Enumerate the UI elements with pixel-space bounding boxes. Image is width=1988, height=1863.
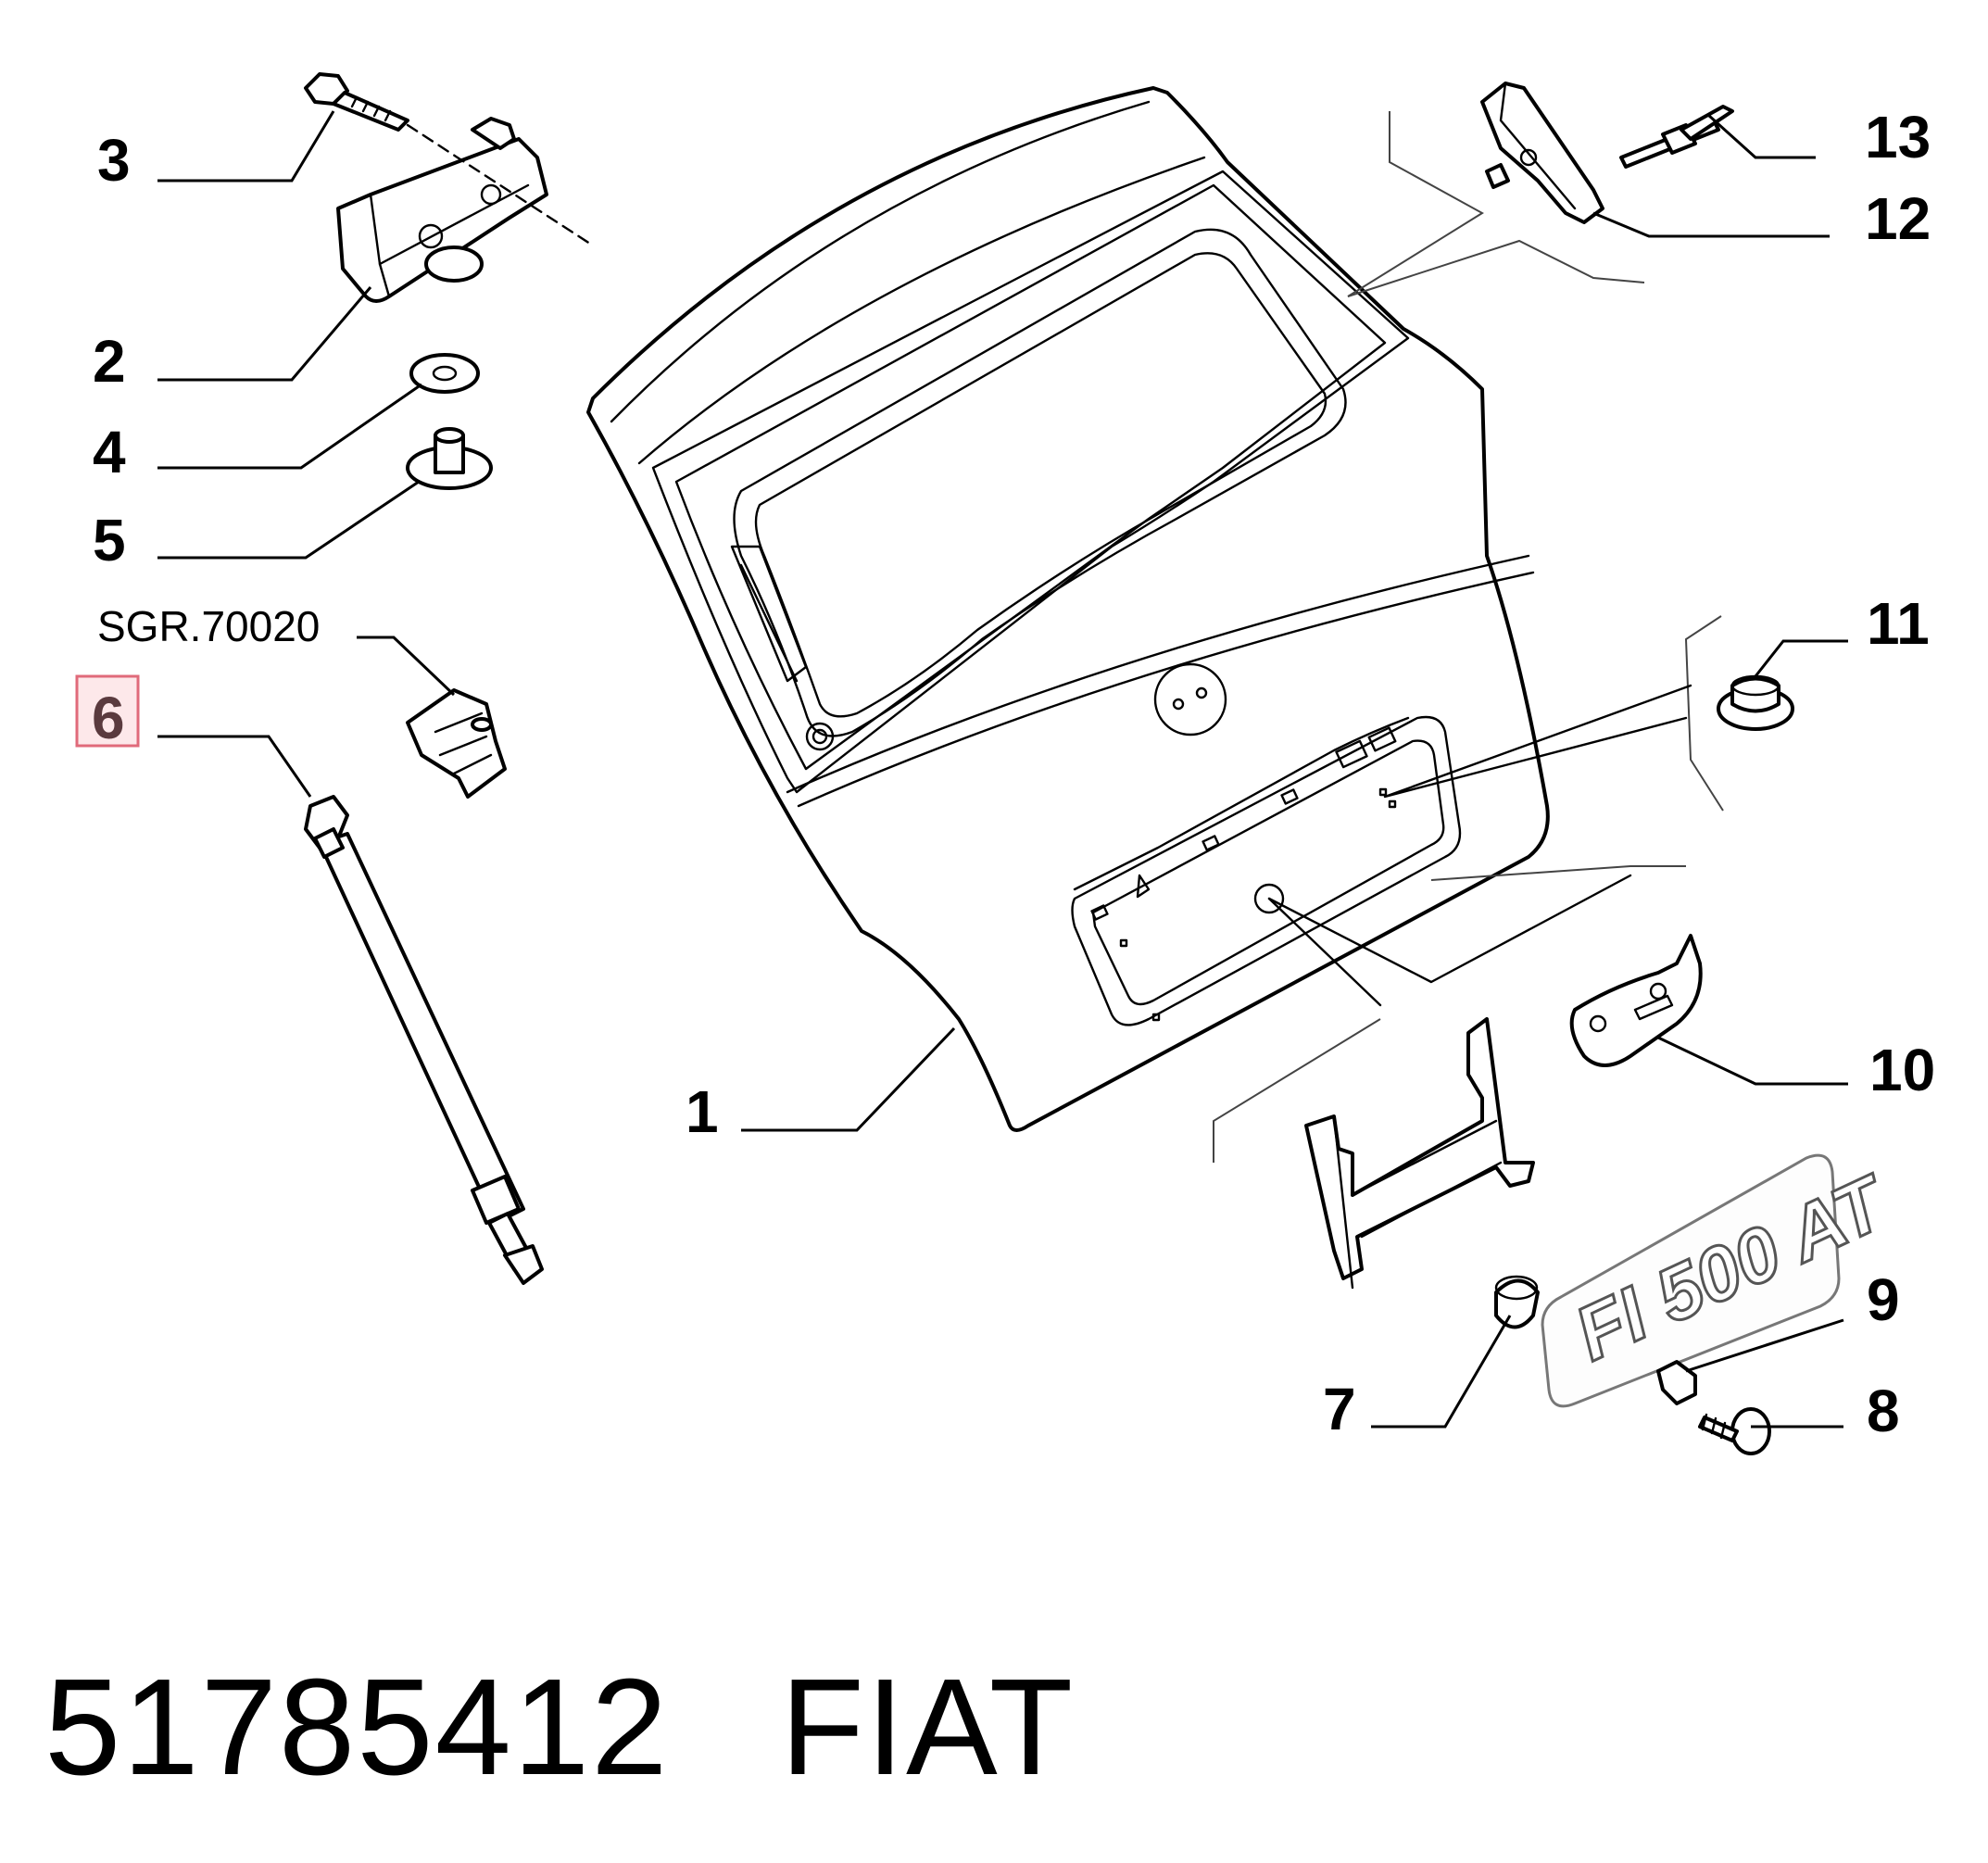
plate-bracket-drawing xyxy=(1304,1017,1535,1290)
callout-4[interactable]: 4 xyxy=(93,419,126,485)
callout-1[interactable]: 1 xyxy=(686,1078,719,1145)
callout-7[interactable]: 7 xyxy=(1323,1376,1356,1442)
callout-8[interactable]: 8 xyxy=(1867,1378,1900,1444)
cap-drawing xyxy=(1494,1275,1540,1329)
gas-strut-drawing xyxy=(304,795,544,1285)
rivet-drawing xyxy=(1619,105,1734,169)
tailgate-drawing xyxy=(586,86,1550,1132)
sgr-reference[interactable]: SGR.70020 xyxy=(97,602,320,650)
callout-6-highlight xyxy=(75,674,140,748)
hinge-drawing xyxy=(304,72,595,303)
callout-9[interactable]: 9 xyxy=(1867,1266,1900,1333)
clip-drawing xyxy=(1569,934,1703,1067)
callout-13[interactable]: 13 xyxy=(1865,104,1931,170)
part-number: 51785412 xyxy=(44,1651,670,1804)
callout-5[interactable]: 5 xyxy=(93,507,126,573)
callout-3[interactable]: 3 xyxy=(97,127,131,194)
callout-6[interactable]: 6 xyxy=(92,685,125,751)
callout-10[interactable]: 10 xyxy=(1869,1037,1935,1103)
bump-stop-drawing xyxy=(406,427,493,490)
callout-11[interactable]: 11 xyxy=(1867,590,1930,657)
badge-drawing: FI 500 AT xyxy=(1541,1153,1904,1408)
sgr-bracket-drawing xyxy=(406,688,507,799)
washer-drawing xyxy=(409,353,480,394)
callout-12[interactable]: 12 xyxy=(1865,185,1931,252)
brand-name: FIAT xyxy=(780,1651,1076,1804)
nut-drawing xyxy=(1656,1360,1697,1405)
hinge-bracket-drawing xyxy=(1480,82,1604,224)
screw-drawing xyxy=(1698,1407,1771,1455)
footer: 51785412 FIAT xyxy=(44,1649,1075,1806)
callout-2[interactable]: 2 xyxy=(93,328,126,395)
plug-drawing xyxy=(1717,674,1794,731)
